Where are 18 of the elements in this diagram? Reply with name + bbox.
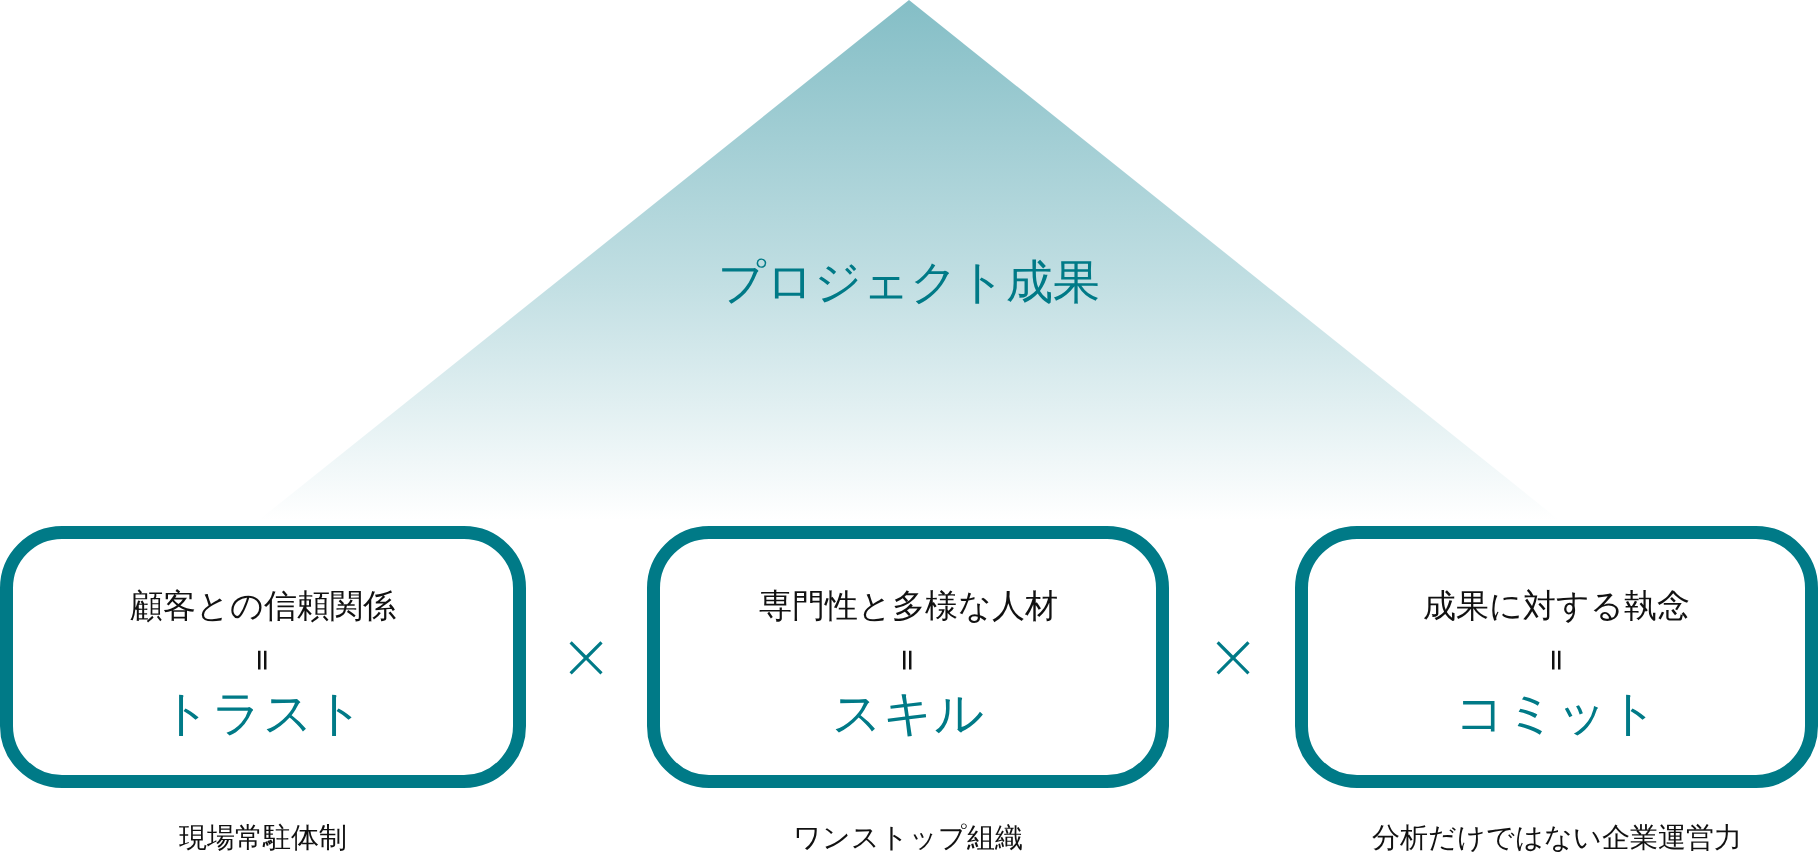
box-title: トラスト	[161, 685, 365, 742]
box-caption: 分析だけではない企業運営力	[1370, 824, 1743, 852]
rounded-box	[647, 526, 1169, 788]
box-caption: ワンストップ組織	[792, 824, 1024, 852]
equals-sign: =	[248, 647, 278, 673]
multiply-sign: ×	[559, 624, 613, 688]
box-heading: 顧客との信頼関係	[130, 586, 396, 625]
box-heading: 成果に対する執念	[1423, 586, 1690, 625]
multiply-sign: ×	[1206, 624, 1260, 688]
box-caption: 現場常駐体制	[178, 824, 348, 852]
equals-sign: =	[1541, 647, 1572, 673]
box-title: スキル	[831, 685, 985, 742]
pyramid-label: プロジェクト成果	[717, 258, 1101, 305]
box-heading: 専門性と多様な人材	[758, 586, 1058, 625]
rounded-box	[0, 526, 526, 788]
rounded-box	[1295, 526, 1818, 788]
box-title: コミット	[1454, 685, 1659, 742]
equals-sign: =	[893, 647, 923, 673]
